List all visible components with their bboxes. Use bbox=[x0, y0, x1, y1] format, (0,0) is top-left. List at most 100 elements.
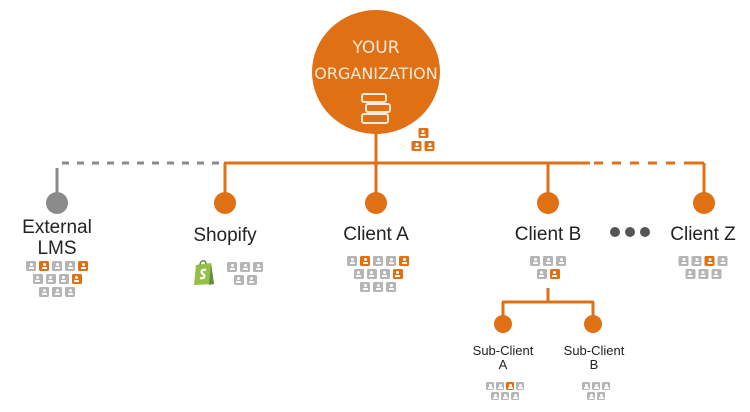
shopify-users bbox=[227, 262, 263, 285]
user-icon bbox=[65, 287, 75, 297]
active-user-icon bbox=[360, 256, 370, 266]
active-user-icon bbox=[418, 128, 428, 138]
user-row bbox=[536, 269, 560, 279]
active-user-icon bbox=[506, 382, 514, 390]
sub-client-b-label-line2: B bbox=[589, 357, 599, 372]
shopify-label: Shopify bbox=[193, 225, 257, 246]
user-icon bbox=[543, 256, 553, 266]
root-title-line2: ORGANIZATION bbox=[314, 64, 438, 83]
user-icon bbox=[360, 282, 370, 292]
shopify-bag-icon bbox=[194, 260, 214, 285]
user-icon bbox=[32, 274, 43, 284]
sub-client-a-node[interactable] bbox=[494, 315, 512, 333]
user-icon bbox=[233, 275, 244, 285]
user-icon bbox=[386, 256, 396, 266]
active-user-icon bbox=[549, 269, 560, 279]
sub-client-b-label-line1: Sub-Client bbox=[563, 343, 625, 358]
active-user-icon bbox=[78, 261, 88, 271]
user-icon bbox=[678, 256, 689, 266]
user-row bbox=[418, 128, 428, 138]
user-icon bbox=[240, 262, 250, 272]
active-user-icon bbox=[71, 274, 82, 284]
user-icon bbox=[691, 256, 702, 266]
books-icon bbox=[361, 93, 391, 124]
your-organization-node: YOUR ORGANIZATION bbox=[312, 10, 440, 134]
client-a-node[interactable] bbox=[365, 192, 387, 214]
user-icon bbox=[587, 392, 595, 400]
active-user-icon bbox=[704, 256, 715, 266]
user-icon bbox=[52, 261, 62, 271]
user-row bbox=[360, 282, 396, 292]
user-icon bbox=[717, 256, 728, 266]
client-z-users bbox=[678, 256, 728, 279]
user-icon bbox=[373, 256, 383, 266]
user-row bbox=[582, 382, 610, 390]
user-row bbox=[227, 262, 263, 272]
user-icon bbox=[65, 261, 75, 271]
sub-client-b-users bbox=[582, 382, 610, 400]
external-lms-node[interactable] bbox=[46, 192, 68, 214]
root-title-line1: YOUR bbox=[352, 38, 400, 58]
user-icon bbox=[536, 269, 547, 279]
client-b-label: Client B bbox=[514, 224, 582, 245]
user-icon bbox=[685, 269, 695, 279]
external-lms-label-line1: External bbox=[22, 217, 92, 238]
user-icon bbox=[373, 282, 383, 292]
client-a-label: Client A bbox=[343, 224, 409, 245]
user-icon bbox=[511, 392, 519, 400]
user-row bbox=[32, 274, 82, 284]
user-icon bbox=[582, 382, 590, 390]
client-b-users bbox=[530, 256, 566, 279]
external-lms-users bbox=[26, 261, 88, 297]
user-icon bbox=[39, 287, 49, 297]
user-icon bbox=[52, 287, 62, 297]
client-a-users bbox=[347, 256, 409, 292]
active-user-icon bbox=[392, 269, 403, 279]
active-user-icon bbox=[411, 141, 422, 151]
user-icon bbox=[353, 269, 364, 279]
shopify-node[interactable] bbox=[214, 192, 236, 214]
user-icon bbox=[516, 382, 524, 390]
client-z-node[interactable] bbox=[693, 192, 715, 214]
user-icon bbox=[486, 382, 494, 390]
user-icon bbox=[246, 275, 257, 285]
user-icon bbox=[379, 269, 390, 279]
client-b-node[interactable] bbox=[537, 192, 559, 214]
user-icon bbox=[602, 382, 610, 390]
user-row bbox=[678, 256, 728, 266]
user-row bbox=[353, 269, 403, 279]
user-icon bbox=[711, 269, 721, 279]
user-icon bbox=[386, 282, 396, 292]
active-user-icon bbox=[39, 261, 49, 271]
sub-client-b-node[interactable] bbox=[584, 315, 602, 333]
user-icon bbox=[45, 274, 56, 284]
sub-client-a-label-line2: A bbox=[498, 357, 508, 372]
user-icon bbox=[530, 256, 540, 266]
user-icon bbox=[58, 274, 69, 284]
user-row bbox=[411, 141, 435, 151]
user-icon bbox=[597, 392, 605, 400]
user-row bbox=[26, 261, 88, 271]
active-user-icon bbox=[399, 256, 409, 266]
user-row bbox=[587, 392, 605, 400]
user-icon bbox=[366, 269, 377, 279]
user-icon bbox=[347, 256, 357, 266]
sub-client-a-label-line1: Sub-Client bbox=[472, 343, 534, 358]
user-icon bbox=[26, 261, 36, 271]
user-icon bbox=[253, 262, 263, 272]
external-lms-label-line2: LMS bbox=[37, 238, 77, 259]
root-users bbox=[411, 128, 435, 151]
user-icon bbox=[227, 262, 237, 272]
user-icon bbox=[698, 269, 708, 279]
sub-client-a-users bbox=[486, 382, 524, 400]
user-icon bbox=[592, 382, 600, 390]
user-icon bbox=[556, 256, 566, 266]
user-row bbox=[39, 287, 75, 297]
user-icon bbox=[501, 392, 509, 400]
active-user-icon bbox=[424, 141, 435, 151]
user-row bbox=[491, 392, 519, 400]
